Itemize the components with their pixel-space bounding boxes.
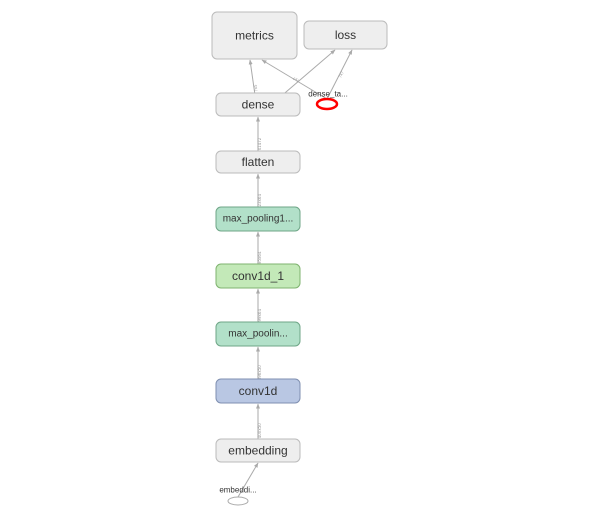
node-dense[interactable]: dense: [215, 92, 301, 117]
node-label: dense: [242, 98, 275, 112]
edge-label: ?x95x64: [257, 251, 262, 268]
node-box: [215, 378, 301, 404]
edge-label: ?x1472: [257, 137, 262, 152]
input-label: dense_ta...: [308, 90, 348, 99]
node-label: max_pooling1...: [223, 214, 294, 225]
edge-embedding-input-to-embedding: [237, 462, 259, 498]
node-box: [215, 150, 301, 174]
input-embedding-input[interactable]: embeddi...: [219, 486, 257, 506]
node-box: [215, 92, 301, 117]
edge-dense-target-to-loss: [326, 49, 353, 100]
edge-label: ?x?: [292, 76, 300, 84]
edge-label: ?x?: [337, 70, 344, 78]
edge-label: ?x396x50: [257, 365, 262, 385]
node-label: max_poolin...: [228, 329, 287, 340]
node-box: [215, 321, 301, 347]
node-flatten[interactable]: flatten: [215, 150, 301, 174]
nodes-layer: metrics loss dense flatten max_pooling1...co…: [211, 11, 388, 506]
node-conv1d-1[interactable]: conv1d_1: [215, 263, 301, 289]
input-label: embeddi...: [219, 486, 256, 495]
node-metrics[interactable]: metrics: [211, 11, 298, 60]
node-box: [215, 206, 301, 232]
node-label: loss: [335, 28, 356, 42]
node-label: conv1d_1: [232, 269, 284, 283]
node-conv1d[interactable]: conv1d: [215, 378, 301, 404]
edge-dense-target-to-metrics: [261, 59, 328, 100]
input-ellipse: [227, 496, 249, 506]
edge-label: ?x5: [252, 84, 258, 92]
edge-label: ?x99x64: [257, 309, 262, 326]
node-label: conv1d: [239, 384, 278, 398]
edge-label: ?x400x50: [257, 423, 262, 443]
node-box: [303, 20, 388, 50]
node-label: embedding: [228, 444, 287, 458]
node-embedding[interactable]: embedding: [215, 438, 301, 463]
node-label: metrics: [235, 29, 274, 43]
node-box: [211, 11, 298, 60]
node-max-pooling1d-1[interactable]: max_pooling1...: [215, 206, 301, 232]
input-dense-target[interactable]: dense_ta...: [308, 90, 348, 111]
node-max-pooling1d[interactable]: max_poolin...: [215, 321, 301, 347]
edge-label: ?x23x64: [257, 194, 262, 211]
node-box: [215, 438, 301, 463]
node-loss[interactable]: loss: [303, 20, 388, 50]
node-box: [215, 263, 301, 289]
input-ellipse: [315, 97, 339, 111]
node-label: flatten: [242, 155, 275, 169]
